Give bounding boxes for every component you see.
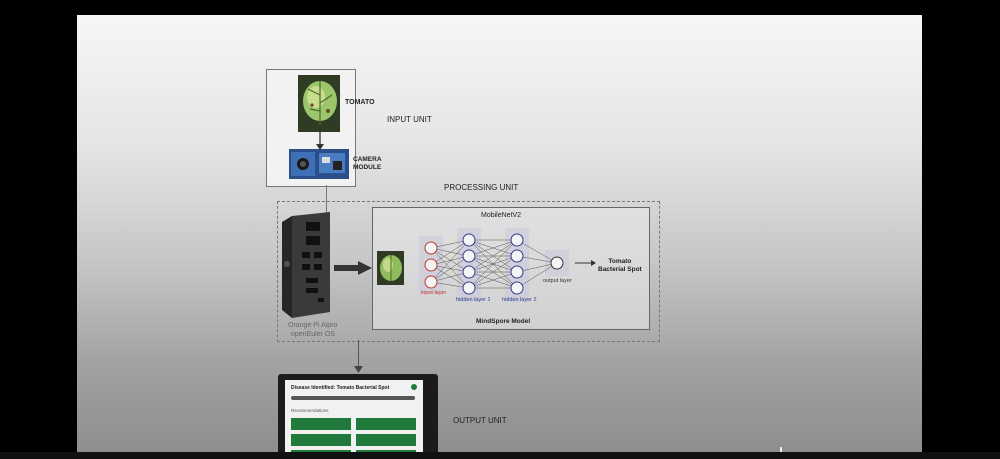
screen-progress-bar — [291, 396, 415, 400]
prediction-line1: Tomato — [608, 258, 632, 265]
output-unit-title: OUTPUT UNIT — [453, 416, 507, 425]
device-caption-line1: Orange Pi Aipro — [288, 322, 338, 329]
tomato-label: TOMATO — [345, 99, 375, 106]
camera-label: CAMERA MODULE — [353, 156, 382, 172]
input-arrow — [316, 132, 324, 150]
recommendation-card-1 — [291, 418, 351, 430]
camera-label-line2: MODULE — [353, 164, 382, 171]
output-arrow — [354, 366, 363, 373]
prediction-line2: Bacterial Spot — [598, 266, 642, 273]
screen-heading: Disease Identified: Tomato Bacterial Spo… — [291, 385, 390, 391]
connections-hidden1-hidden2 — [468, 239, 518, 289]
output-node — [550, 256, 564, 270]
bottom-bar — [0, 452, 1000, 459]
orange-pi-device-image — [282, 212, 330, 318]
output-arrow-head — [591, 260, 596, 266]
hidden-layer-2-label: hidden layer 2 — [502, 297, 537, 303]
screen-section-label: Recommendations — [291, 408, 329, 413]
tomato-leaf-image — [298, 75, 340, 132]
processing-unit-title: PROCESSING UNIT — [444, 183, 519, 192]
connections-input-hidden1 — [430, 239, 470, 289]
device-to-model-arrow — [334, 261, 372, 275]
input-layer-nodes — [424, 241, 438, 289]
hidden-layer-2-nodes — [510, 233, 524, 295]
device-caption-line2: openEuler OS — [291, 331, 335, 338]
recommendation-card-3 — [291, 434, 351, 446]
hidden-layer-1-label: hidden layer 1 — [456, 297, 491, 303]
input-layer-label: input layer — [421, 290, 447, 296]
device-caption: Orange Pi Aipro openEuler OS — [288, 321, 337, 339]
model-input-leaf-image — [377, 251, 404, 285]
processing-unit-box — [277, 201, 660, 342]
model-footer: MindSpore Model — [476, 318, 531, 325]
connector-processing-output — [358, 340, 359, 368]
recommendation-card-4 — [356, 434, 416, 446]
status-icon — [411, 384, 417, 390]
camera-label-line1: CAMERA — [353, 156, 382, 163]
recommendation-card-2 — [356, 418, 416, 430]
connector-input-processing — [326, 185, 327, 215]
output-layer-label: output layer — [543, 278, 572, 284]
connections-hidden2-output — [516, 239, 558, 289]
prediction-result: Tomato Bacterial Spot — [598, 258, 642, 274]
camera-module-image — [289, 149, 349, 179]
hidden-layer-1-nodes — [462, 233, 476, 295]
neural-network-diagram — [419, 228, 596, 302]
input-unit-title: INPUT UNIT — [387, 115, 432, 124]
model-title: MobileNetV2 — [481, 212, 522, 219]
